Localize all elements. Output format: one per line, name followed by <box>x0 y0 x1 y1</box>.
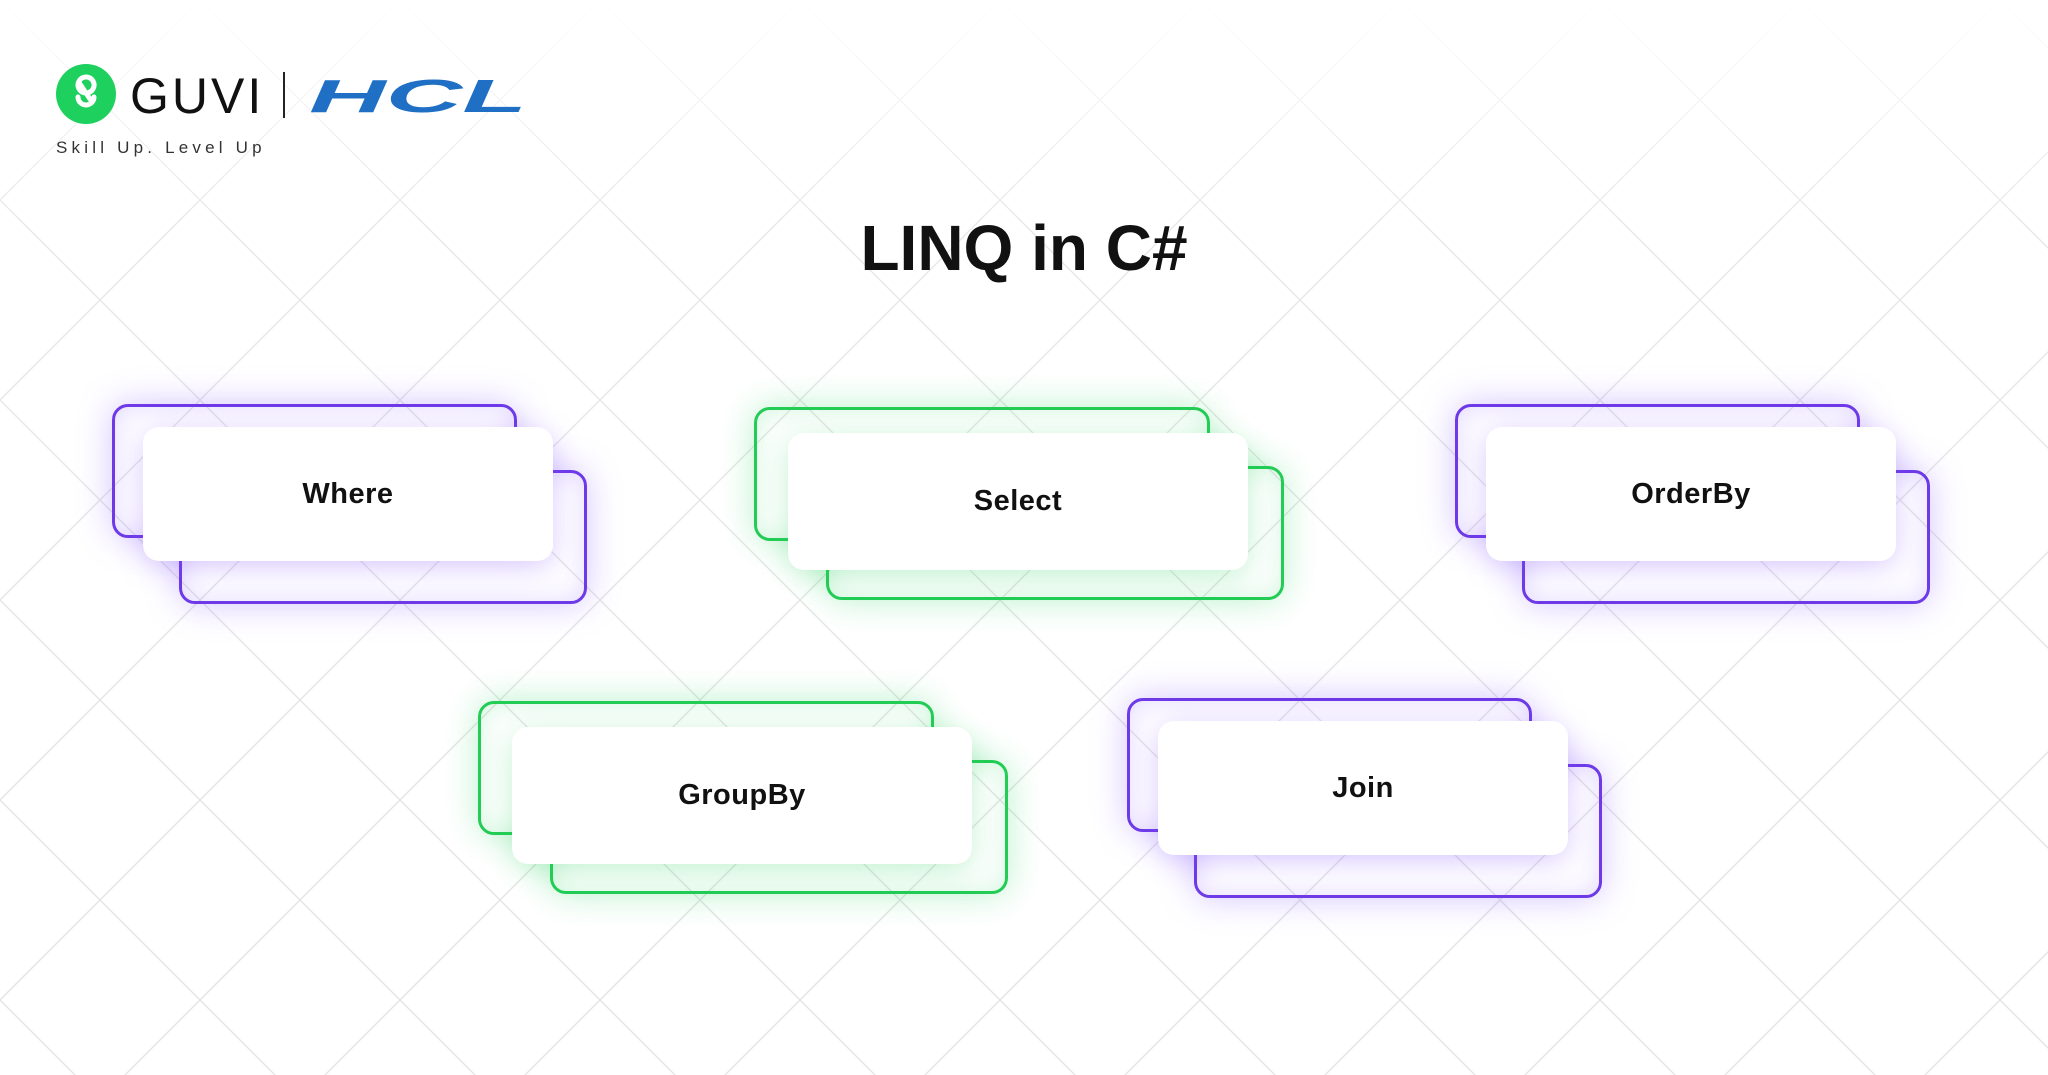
node-card-orderby: OrderBy <box>1486 427 1896 561</box>
logo-divider <box>283 72 285 118</box>
svg-text:HCL: HCL <box>309 76 527 118</box>
diagram-title: LINQ in C# <box>860 212 1188 284</box>
node-groupby: GroupBy <box>478 701 1008 894</box>
brand-tagline: Skill Up. Level Up <box>56 138 266 157</box>
node-card-groupby: GroupBy <box>512 727 972 864</box>
node-select: Select <box>754 407 1284 600</box>
guvi-logo-icon <box>56 64 116 124</box>
hcl-logo-icon: HCL <box>309 76 527 118</box>
node-card-select: Select <box>788 433 1248 570</box>
node-card-join: Join <box>1158 721 1568 855</box>
node-where: Where <box>112 404 587 604</box>
guvi-wordmark: GUVI <box>130 68 265 124</box>
brand-logo: GUVI HCL Skill Up. Level Up <box>56 62 576 162</box>
node-join: Join <box>1127 698 1602 898</box>
node-card-where: Where <box>143 427 553 561</box>
node-orderby: OrderBy <box>1455 404 1930 604</box>
